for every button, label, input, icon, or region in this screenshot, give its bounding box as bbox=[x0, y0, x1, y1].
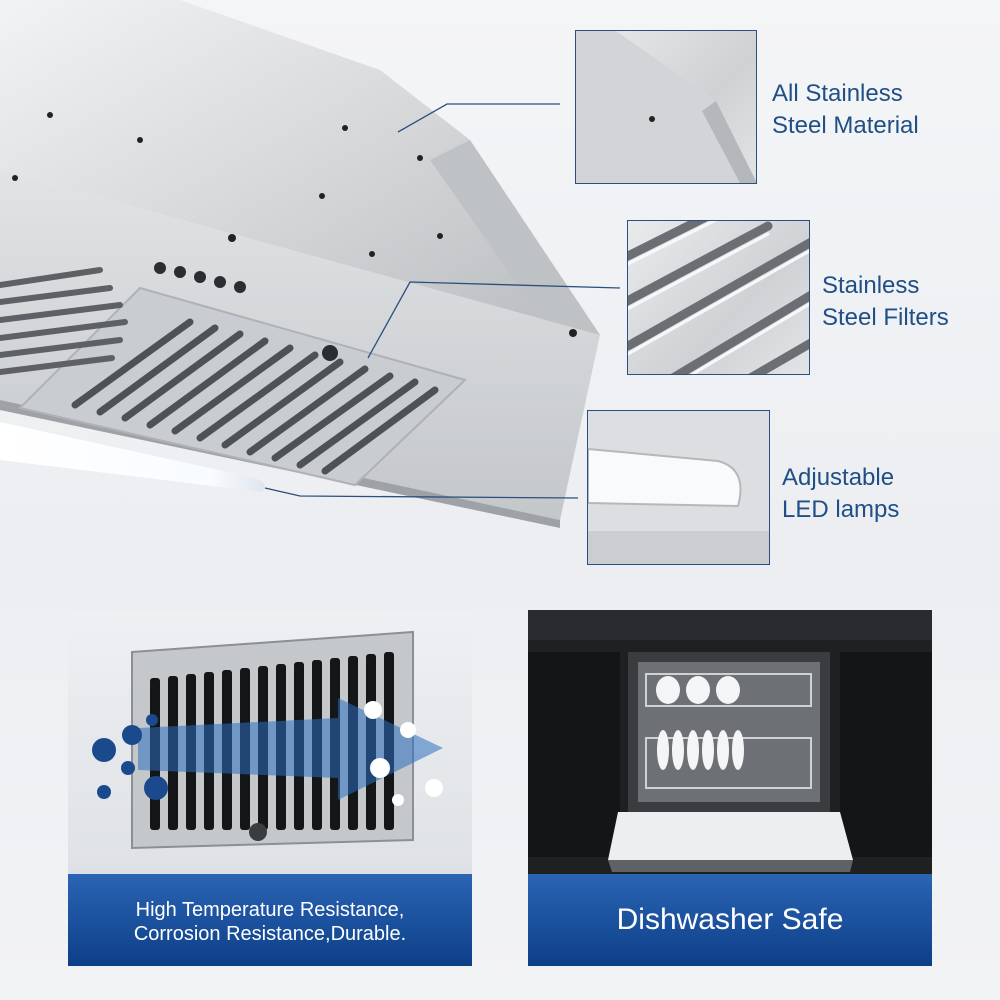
material-detail-box bbox=[575, 30, 757, 184]
led-detail-box bbox=[587, 410, 770, 565]
filter-panel-caption: High Temperature Resistance, Corrosion R… bbox=[68, 874, 472, 966]
steel-corner-detail bbox=[576, 31, 756, 183]
baffle-filter-image bbox=[92, 630, 443, 850]
hood-top-plate bbox=[0, 0, 600, 335]
led-lamp-strip bbox=[0, 422, 265, 492]
filter-airflow-panel: High Temperature Resistance, Corrosion R… bbox=[68, 610, 472, 966]
filter-detail-box bbox=[627, 220, 810, 375]
callout-label-filters: Stainless Steel Filters bbox=[822, 272, 949, 331]
callout-label-led: Adjustable LED lamps bbox=[782, 464, 900, 523]
filter-slats-detail bbox=[628, 221, 809, 374]
led-lamp-detail bbox=[588, 411, 769, 564]
callout-pointer-lines bbox=[264, 103, 621, 499]
blue-particles-arrow-icon bbox=[92, 698, 443, 806]
dishwasher-panel-caption: Dishwasher Safe bbox=[528, 874, 932, 966]
callout-label-material: All Stainless Steel Material bbox=[772, 80, 919, 139]
knob-icon bbox=[154, 262, 246, 293]
dishwasher-image bbox=[528, 610, 932, 874]
dishwasher-panel: Dishwasher Safe bbox=[528, 610, 932, 966]
